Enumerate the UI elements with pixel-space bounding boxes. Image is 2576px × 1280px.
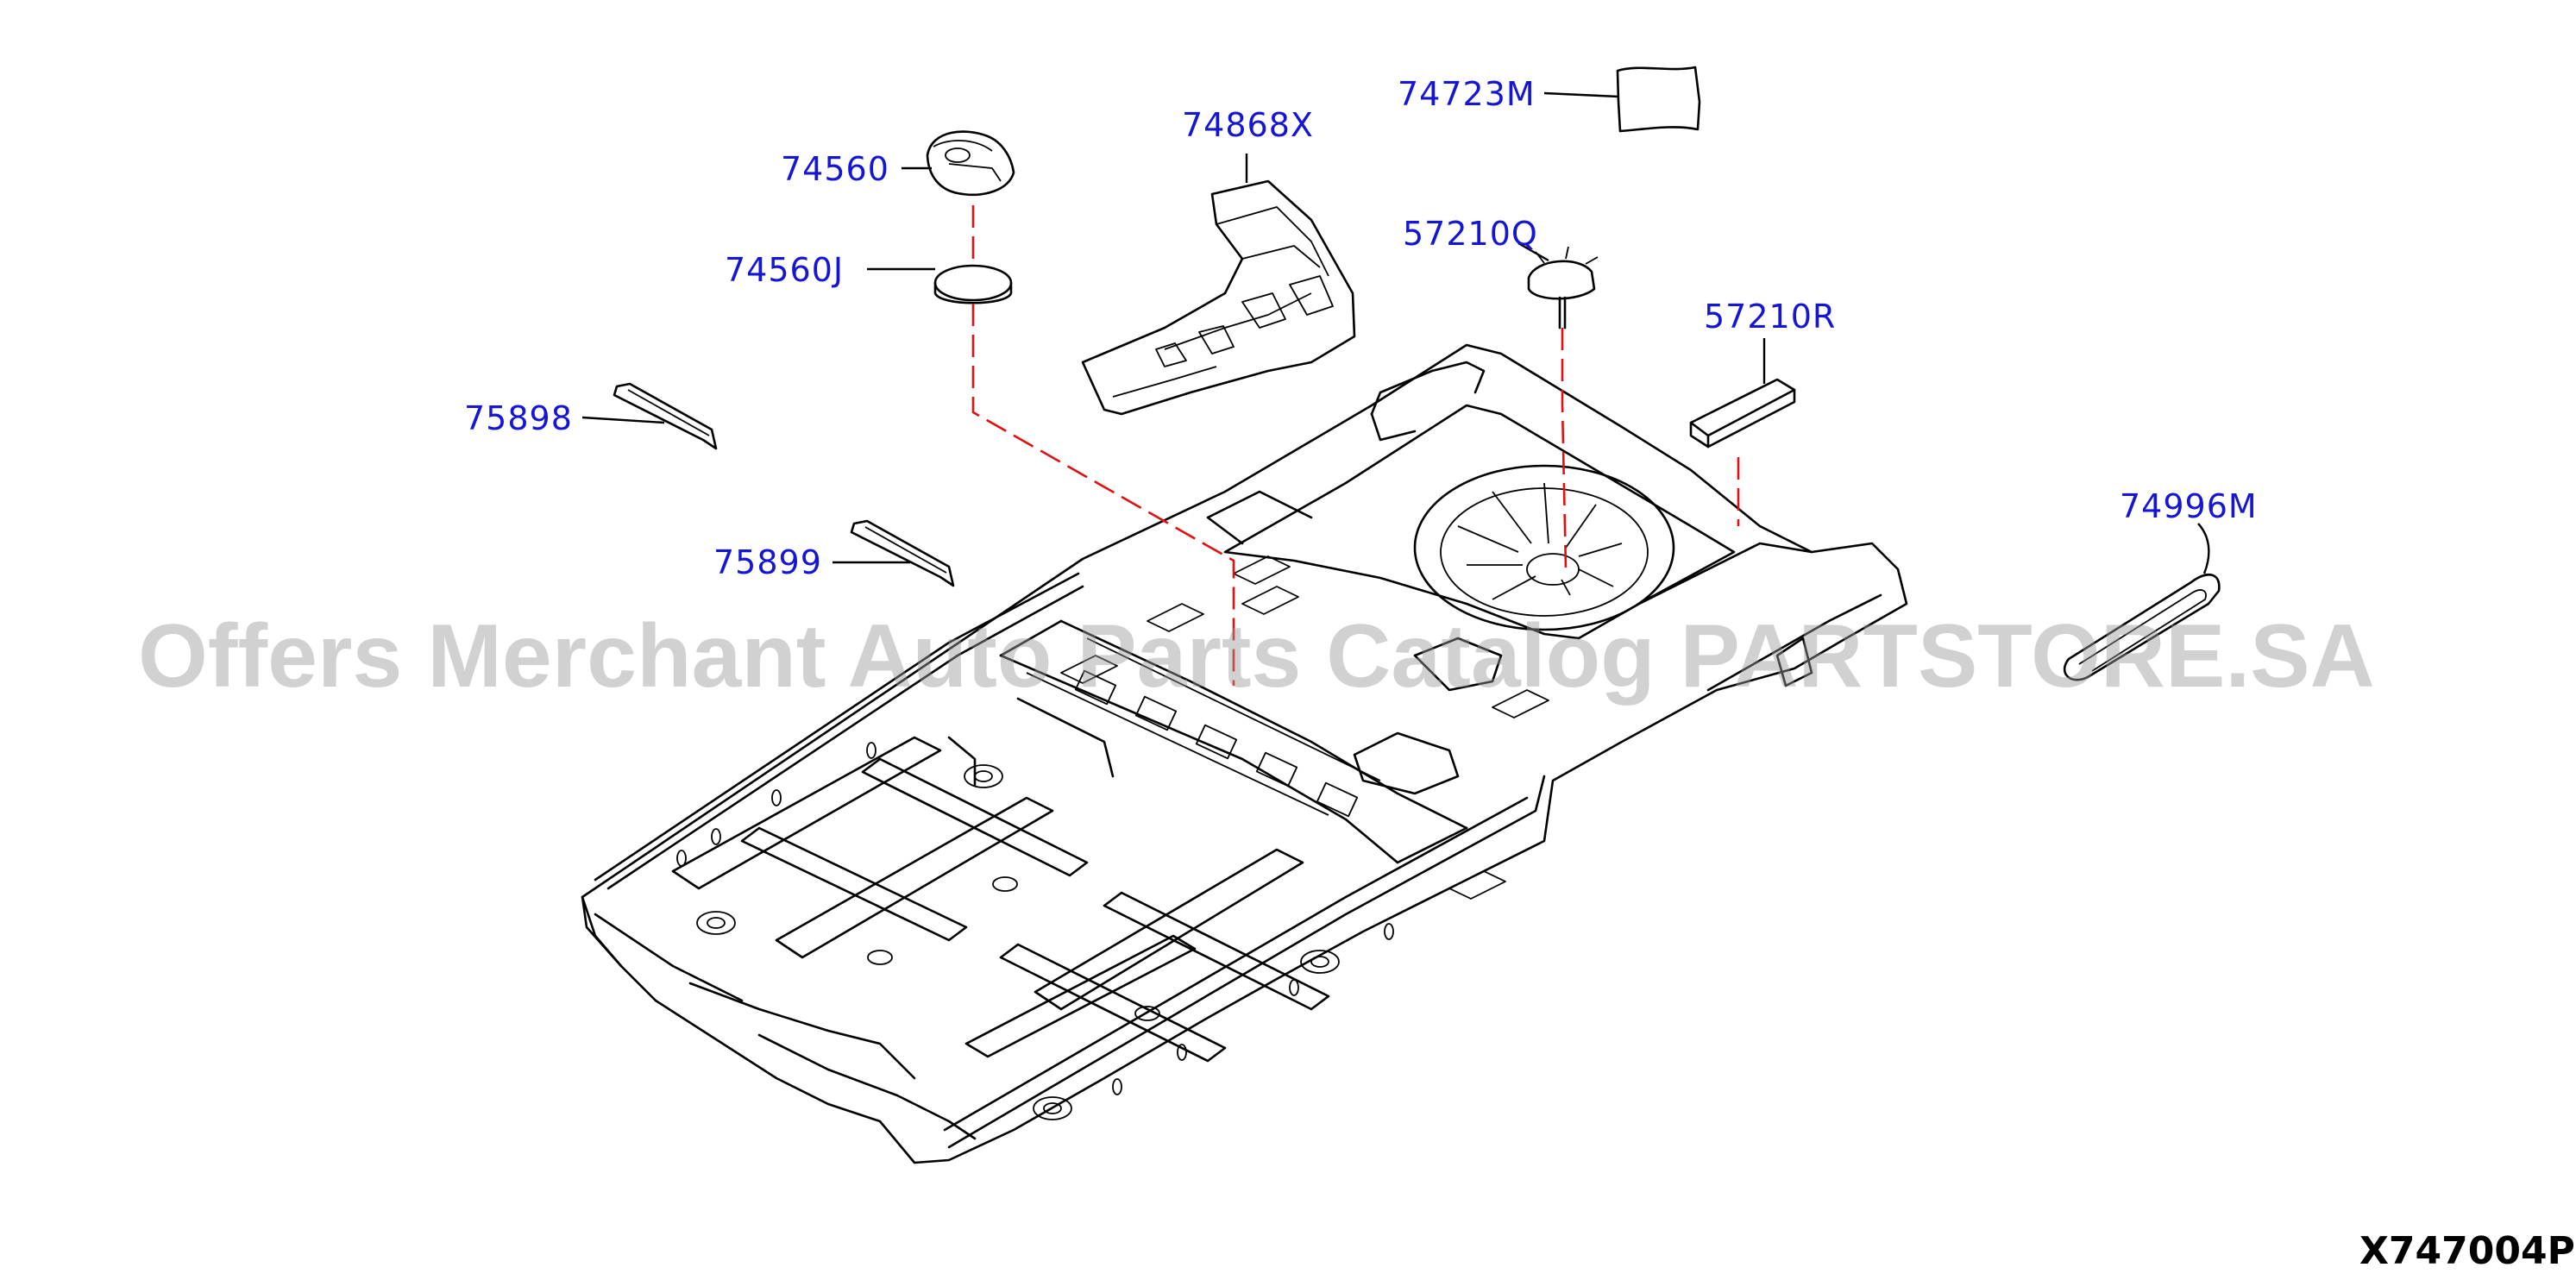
watermark-text: Offers Merchant Auto Parts Catalog PARTS… xyxy=(138,606,2375,706)
dashed-leaders xyxy=(971,205,1740,686)
part-labels: 74723M 74868X 74560 74560J 57210Q 57210R… xyxy=(464,75,2258,581)
part-75899-bracket xyxy=(832,519,955,587)
label-74868X[interactable]: 74868X xyxy=(1182,106,1314,144)
part-74996M-clip xyxy=(2063,523,2221,681)
diagram-code: X747004P xyxy=(2359,1229,2575,1273)
part-74560-plug xyxy=(902,130,1015,197)
part-74868X-insulator xyxy=(1081,154,1356,416)
part-57210R-pad xyxy=(1689,338,1796,449)
part-75898-bracket xyxy=(581,382,718,450)
label-57210Q[interactable]: 57210Q xyxy=(1403,215,1538,253)
label-74723M[interactable]: 74723M xyxy=(1398,75,1536,113)
part-57210Q-clamp xyxy=(1517,242,1599,329)
part-74560J-ring xyxy=(867,264,1013,304)
label-57210R[interactable]: 57210R xyxy=(1704,298,1836,336)
label-74560J[interactable]: 74560J xyxy=(725,251,844,289)
label-75899[interactable]: 75899 xyxy=(713,543,822,581)
floor-panel-drawing xyxy=(581,343,1908,1164)
label-74996M[interactable]: 74996M xyxy=(2120,487,2258,525)
part-74723M-sheet xyxy=(1543,66,1701,133)
label-74560[interactable]: 74560 xyxy=(781,150,889,188)
label-75898[interactable]: 75898 xyxy=(464,399,573,437)
